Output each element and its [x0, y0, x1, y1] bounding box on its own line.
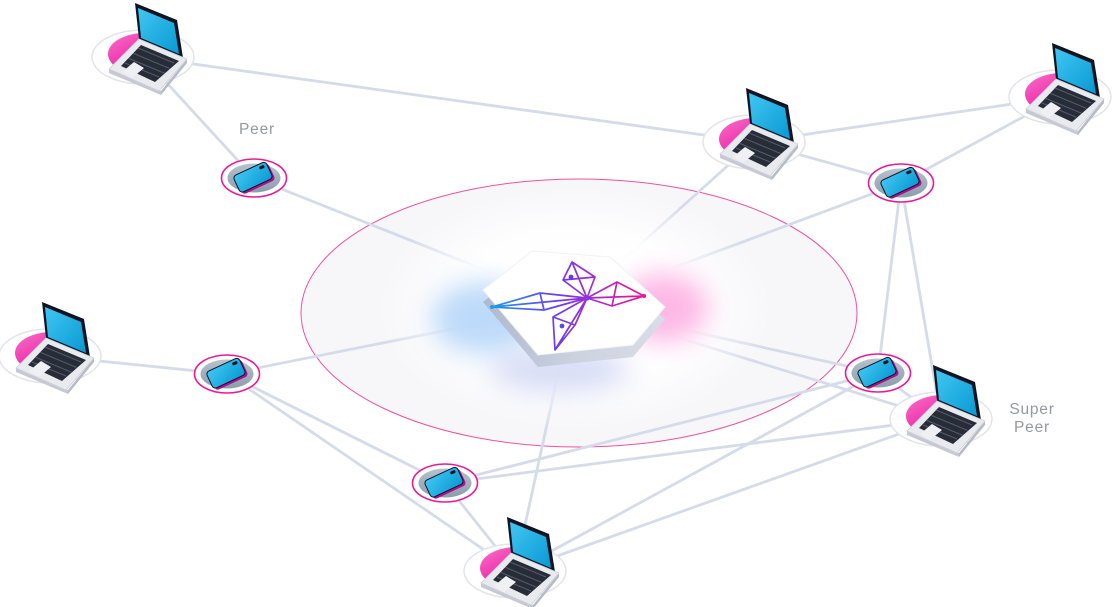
ultra-hex-logo-icon	[490, 261, 646, 351]
node-laptop-top-middle	[702, 87, 806, 181]
node-laptop-left	[0, 301, 102, 395]
node-laptop-top-right	[1008, 42, 1112, 136]
edge-laptop-bottom-phone-right	[513, 371, 880, 573]
hub-hexagon-top	[482, 250, 666, 356]
edge-laptop-top-left-laptop-top-middle	[141, 55, 756, 144]
edge-phone-bottom-laptop-super-peer	[443, 417, 943, 485]
peer-label: Peer	[239, 121, 275, 138]
node-laptop-bottom	[463, 516, 567, 607]
node-laptop-top-left	[91, 2, 195, 96]
edge-phone-top-right-phone-right	[876, 181, 903, 375]
edge-laptop-top-middle-laptop-top-right	[752, 95, 1062, 144]
edge-laptop-bottom-laptop-super-peer	[513, 417, 943, 573]
node-phone-right	[844, 353, 912, 393]
edge-phone-left-phone-bottom	[225, 372, 447, 485]
edge-phone-left-laptop-bottom	[225, 372, 517, 573]
super-peer-label: Super Peer	[1009, 401, 1055, 436]
logo-vertex-dots	[490, 274, 646, 329]
edge-phone-top-right-laptop-super-peer	[899, 181, 943, 421]
edge-phone-bottom-phone-right	[443, 371, 880, 485]
node-phone-bottom	[411, 463, 479, 503]
hub-node	[482, 250, 666, 367]
node-phone-top-right	[867, 163, 935, 203]
node-phone-left	[193, 354, 261, 394]
node-phone-peer	[220, 158, 288, 198]
